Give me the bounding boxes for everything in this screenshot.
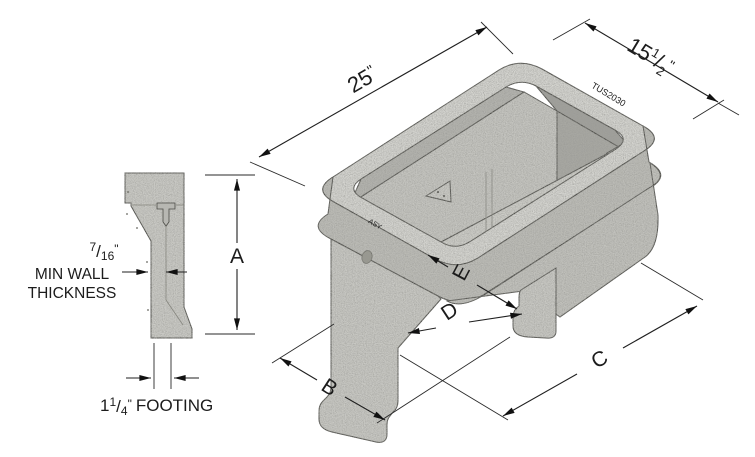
footing-label: 11/4"FOOTING <box>100 395 213 418</box>
front-right-wall <box>445 162 661 318</box>
wall-thickness-note: 7/16" MIN WALL THICKNESS <box>28 240 187 302</box>
footing-note: 11/4"FOOTING <box>100 343 213 418</box>
cross-section-view <box>124 172 193 339</box>
dim-a-label: A <box>230 245 244 268</box>
section-t-slot <box>156 202 176 227</box>
dim-c: C <box>399 262 704 421</box>
right-leg <box>512 267 557 339</box>
dim-a: A <box>205 174 255 335</box>
corner-gusset-left <box>424 180 452 203</box>
left-wall-and-leg <box>318 238 442 443</box>
wall-note-line1: MIN WALL <box>35 266 110 283</box>
leg-bolt-hole <box>361 250 373 264</box>
wall-note-line2: THICKNESS <box>28 285 117 302</box>
isometric-box <box>317 62 662 443</box>
section-wall-profile <box>124 172 193 339</box>
wall-thickness-value: 7/16" <box>89 240 118 263</box>
front-right-wall-groove <box>485 169 493 231</box>
section-specks <box>126 191 149 311</box>
